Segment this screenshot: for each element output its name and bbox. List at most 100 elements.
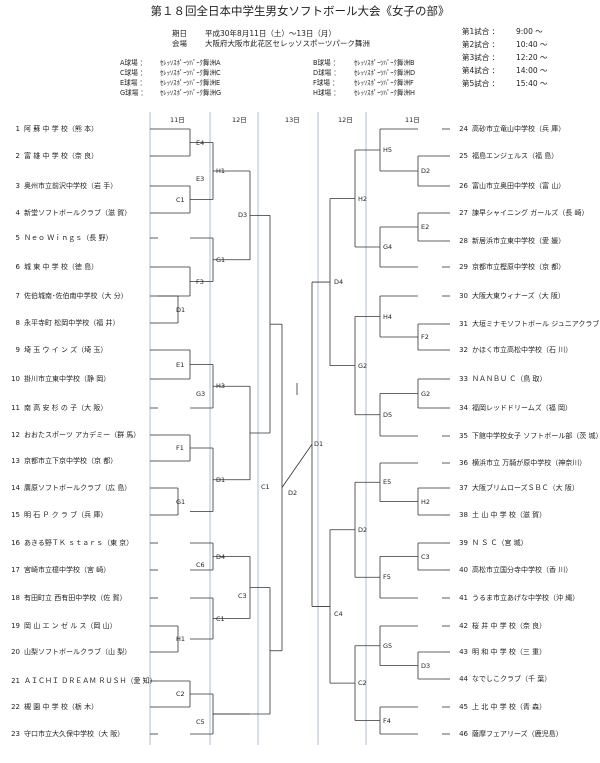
team-name: 明 和 中 学 校（三 重） [472,648,547,656]
team-left: 11 南 高 安 杉 の 子（大 阪） [4,403,107,413]
team-seed-number: 8 [15,319,20,327]
team-seed-number: 42 [459,622,468,630]
round-header-final: 13日 [285,116,300,124]
team-seed-number: 33 [459,375,468,383]
team-name: 山梨ソフトボールクラブ（山 梨） [24,648,132,656]
team-seed-number: 24 [459,125,468,133]
final-line [281,444,313,488]
team-seed-number: 45 [459,703,468,711]
team-seed-number: 19 [11,622,20,630]
schedule-2-time: 10:40 ～ [516,40,548,49]
schedule-5-time: 15:40 ～ [516,79,548,88]
team-name: 南 高 安 杉 の 子（大 阪） [24,404,108,412]
team-seed-number: 9 [15,346,20,354]
team-left: 16 あきる野ＴＫ ｓｔａｒｓ（東 京） [4,538,133,548]
match-code: H5 [383,146,393,154]
match-code: F2 [421,333,429,341]
team-seed-number: 17 [11,566,20,574]
team-seed-number: 43 [459,648,468,656]
team-name: 守口市立大久保中学校（大 阪） [24,730,125,738]
match-code: H3 [216,382,226,391]
field-c-value: ｾﾚｯｿｽﾎﾟｰﾂﾊﾟｰｸ舞洲C [160,69,221,77]
team-seed-number: 11 [11,404,20,412]
team-seed-number: 18 [11,594,20,602]
match-code: E1 [176,360,185,369]
match-code: H2 [358,194,368,203]
schedule-1-time: 9:00 ～ [516,27,543,36]
match-code: C6 [196,560,205,569]
team-name: 城 東 中 学 校（徳 島） [24,263,99,271]
team-name: 福島エンジェルス（福 島） [472,152,559,160]
team-name: かほく市立高松中学校（石 川） [472,346,573,354]
team-name: 廣原ソフトボールクラブ（広 島） [24,484,132,492]
match-code: D5 [383,410,393,419]
match-code: C3 [238,591,247,600]
team-name: 大阪ブリムローズＳＢＣ（大 阪） [472,484,579,492]
match-code: H1 [216,167,226,175]
field-d-value: ｾﾚｯｿｽﾎﾟｰﾂﾊﾟｰｸ舞洲D [354,69,416,77]
round-header-right-r2: 12日 [338,116,353,124]
team-name: 新居浜市立東中学校（愛 媛） [472,237,566,245]
team-seed-number: 16 [11,539,20,547]
team-name: あきる野ＴＫ ｓｔａｒｓ（東 京） [24,539,134,547]
team-name: 薩摩フェアリーズ（鹿児島） [472,730,563,738]
team-name: Ｎｅｏ Ｗｉｎｇｓ（長 野） [24,234,113,242]
schedule-4-label: 第4試合 ： [462,66,500,75]
match-code: F4 [383,716,391,725]
match-code: D3 [421,661,431,670]
match-code: D2 [358,525,368,534]
match-code: H4 [383,312,393,321]
team-seed-number: 39 [459,539,468,547]
match-code: C2 [176,690,185,698]
match-code: C1 [176,195,185,204]
team-seed-number: 5 [15,234,20,242]
field-d-label: D球場 ： [313,69,340,77]
team-name: 明 石 Ｐ ク ラ ブ（兵 庫） [24,511,108,519]
match-code: C5 [196,718,205,726]
team-seed-number: 3 [15,182,20,190]
schedule-1-label: 第1試合 ： [462,27,500,36]
match-code: E5 [383,478,392,487]
field-a-label: A球場 ： [120,59,147,67]
team-name: 掛川市立東中学校（静 岡） [24,375,111,383]
team-name: 永平寺町 松岡中学校（福 井） [24,319,120,327]
team-seed-number: 21 [11,677,20,685]
team-name: 京都市立樫原中学校（京 都） [472,263,566,271]
team-seed-number: 26 [459,182,468,190]
field-g-value: ｾﾚｯｿｽﾎﾟｰﾂﾊﾟｰｸ舞洲G [160,89,222,97]
team-right: 39 Ｎ Ｓ Ｃ（宮 城） [452,538,528,548]
field-e-value: ｾﾚｯｿｽﾎﾟｰﾂﾊﾟｰｸ舞洲E [160,79,221,87]
match-code: H1 [176,635,186,643]
team-seed-number: 34 [459,404,468,412]
team-name: 富山市立奥田中学校（富 山） [472,182,566,190]
schedule-3-label: 第3試合 ： [462,53,500,62]
team-name: Ｎ Ｓ Ｃ（宮 城） [472,539,528,547]
field-e-label: E球場 ： [120,79,147,87]
team-left: 2 富 雄 中 学 校（奈 良） [4,151,99,161]
field-h-label: H球場 ： [313,89,340,97]
match-code: E2 [421,223,430,231]
period-label: 期日 [172,29,187,38]
team-seed-number: 31 [459,320,468,328]
team-seed-number: 14 [11,484,20,492]
team-seed-number: 2 [15,152,20,160]
team-name: 大阪大東ウィナーズ（大 阪） [472,292,565,300]
team-name: 富 雄 中 学 校（奈 良） [24,152,99,160]
match-code: G4 [383,243,393,251]
